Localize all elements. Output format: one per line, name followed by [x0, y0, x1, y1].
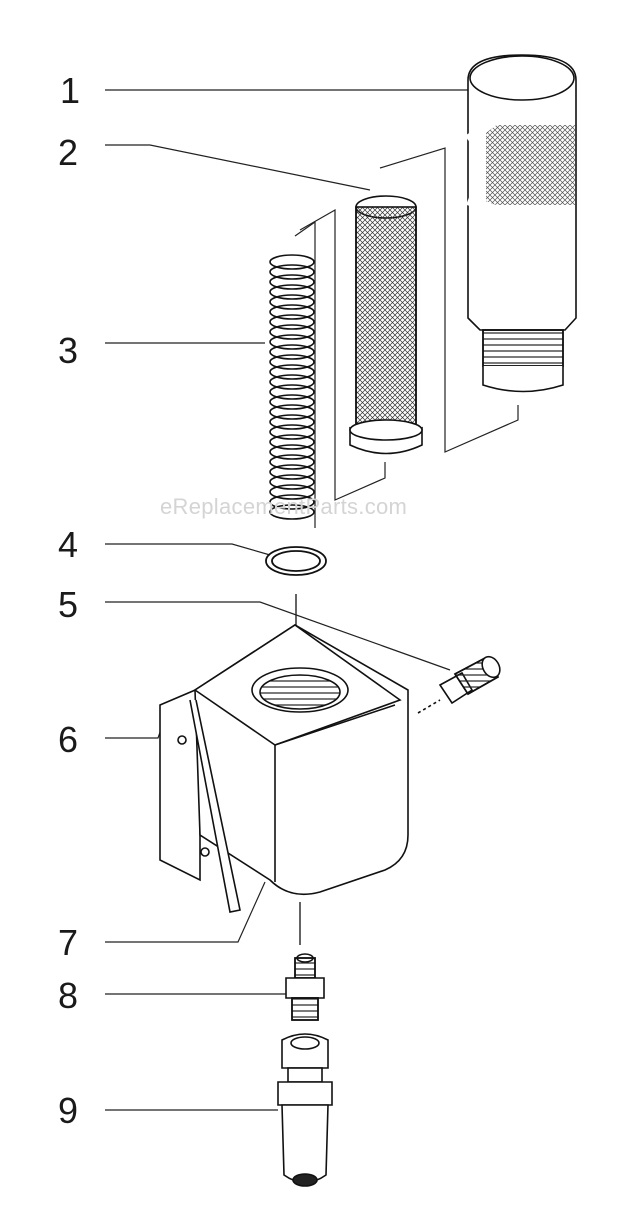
callout-label: 3 — [58, 330, 78, 371]
callout-label: 7 — [58, 922, 78, 963]
watermark-text: eReplacementParts.com — [160, 494, 408, 519]
leader-4 — [105, 543, 271, 556]
part-1-filter-bowl — [465, 54, 577, 393]
callout-label: 8 — [58, 975, 78, 1016]
part-2-guide-lines — [299, 208, 386, 501]
part-6-filter-housing — [159, 624, 409, 913]
callout-label: 4 — [58, 524, 78, 565]
callout-label: 1 — [60, 70, 80, 111]
leader-7 — [105, 881, 266, 943]
callout-label: 6 — [58, 719, 78, 760]
part-1-guide-lines — [379, 147, 519, 453]
leader-lines — [105, 89, 468, 1111]
part-2-filter-screen — [349, 195, 423, 455]
callout-label: 5 — [58, 584, 78, 625]
part-3-guide-lines — [294, 220, 316, 528]
part-9-swivel — [277, 1033, 333, 1187]
leader-6 — [105, 709, 169, 739]
leader-2 — [105, 144, 371, 191]
part-4-o-ring — [265, 546, 327, 576]
part-3-spring — [269, 254, 315, 520]
callout-label: 2 — [58, 132, 78, 173]
leader-5 — [105, 601, 451, 671]
part-5-fitting — [417, 655, 501, 714]
part-8-nipple — [285, 953, 325, 1021]
callout-label: 9 — [58, 1090, 78, 1131]
